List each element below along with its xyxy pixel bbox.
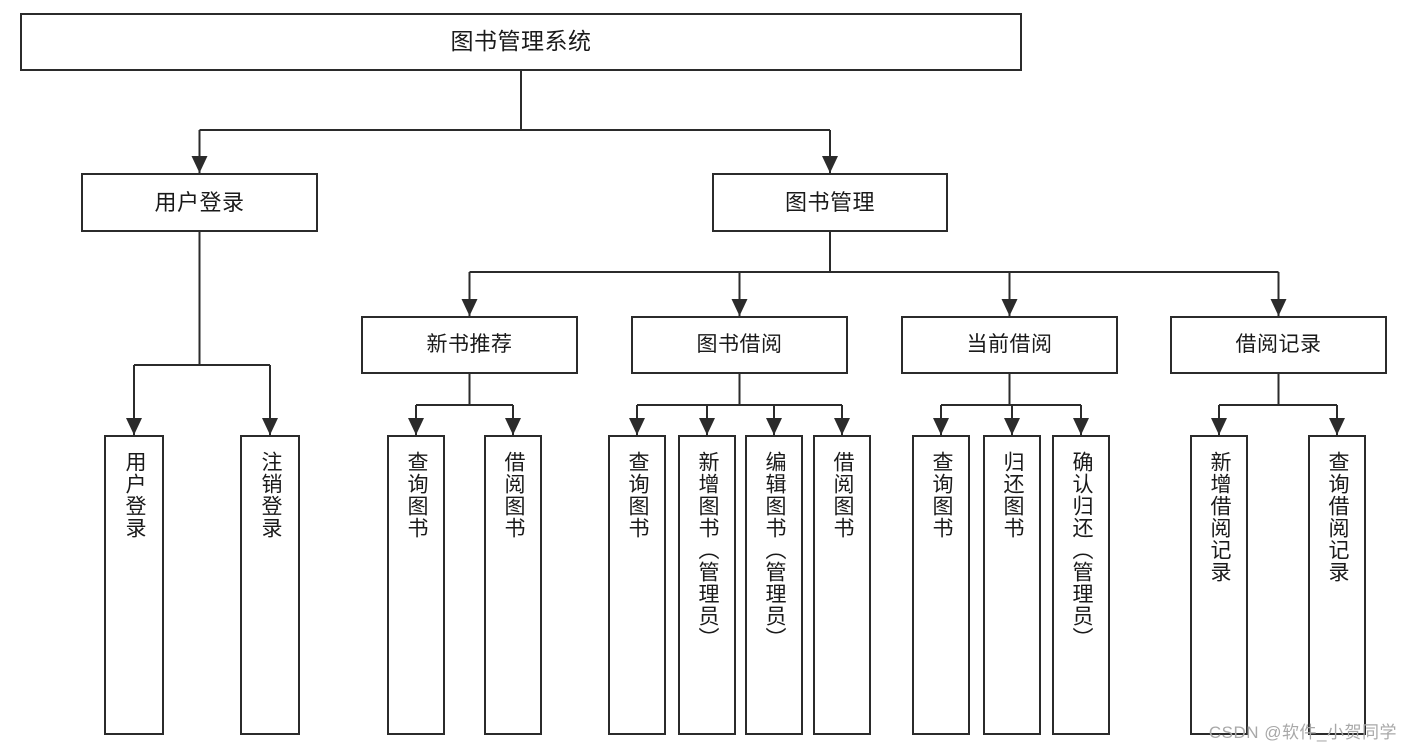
node-leaf-edit-book[interactable]: 编辑图书（管理员）	[745, 435, 803, 735]
node-label: 当前借阅	[966, 332, 1053, 356]
node-label: 查询图书	[626, 451, 650, 539]
node-label: 图书借阅	[696, 332, 783, 356]
node-label: 新增图书（管理员）	[696, 451, 720, 649]
node-label: 查询借阅记录	[1326, 451, 1350, 583]
node-label: 借阅记录	[1235, 332, 1322, 356]
node-leaf-user-login[interactable]: 用户登录	[104, 435, 164, 735]
node-leaf-user-logout[interactable]: 注销登录	[240, 435, 300, 735]
node-leaf-query-book-2[interactable]: 查询图书	[608, 435, 666, 735]
node-leaf-add-book[interactable]: 新增图书（管理员）	[678, 435, 736, 735]
node-label: 注销登录	[259, 451, 283, 539]
node-root[interactable]: 图书管理系统	[20, 13, 1022, 71]
node-user-login[interactable]: 用户登录	[81, 173, 318, 232]
node-leaf-query-record[interactable]: 查询借阅记录	[1308, 435, 1366, 735]
node-label: 编辑图书（管理员）	[763, 451, 787, 649]
node-label: 用户登录	[123, 451, 147, 539]
node-book-manage[interactable]: 图书管理	[712, 173, 948, 232]
node-label: 借阅图书	[502, 451, 526, 539]
node-label: 借阅图书	[831, 451, 855, 539]
node-label: 归还图书	[1001, 451, 1025, 539]
node-leaf-query-book-1[interactable]: 查询图书	[387, 435, 445, 735]
node-leaf-borrow-book-1[interactable]: 借阅图书	[484, 435, 542, 735]
node-label: 图书管理	[784, 189, 875, 215]
node-book-borrow[interactable]: 图书借阅	[631, 316, 848, 374]
node-label: 新增借阅记录	[1208, 451, 1232, 583]
node-leaf-query-book-3[interactable]: 查询图书	[912, 435, 970, 735]
node-label: 新书推荐	[426, 332, 513, 356]
node-current-borrow[interactable]: 当前借阅	[901, 316, 1118, 374]
node-borrow-record[interactable]: 借阅记录	[1170, 316, 1387, 374]
node-new-book-recommend[interactable]: 新书推荐	[361, 316, 578, 374]
node-leaf-add-record[interactable]: 新增借阅记录	[1190, 435, 1248, 735]
node-leaf-confirm-return[interactable]: 确认归还（管理员）	[1052, 435, 1110, 735]
node-label: 用户登录	[154, 189, 245, 215]
node-label: 查询图书	[405, 451, 429, 539]
node-label: 确认归还（管理员）	[1070, 451, 1094, 649]
node-leaf-return-book[interactable]: 归还图书	[983, 435, 1041, 735]
node-leaf-borrow-book-2[interactable]: 借阅图书	[813, 435, 871, 735]
node-label: 查询图书	[930, 451, 954, 539]
node-label: 图书管理系统	[450, 28, 592, 55]
